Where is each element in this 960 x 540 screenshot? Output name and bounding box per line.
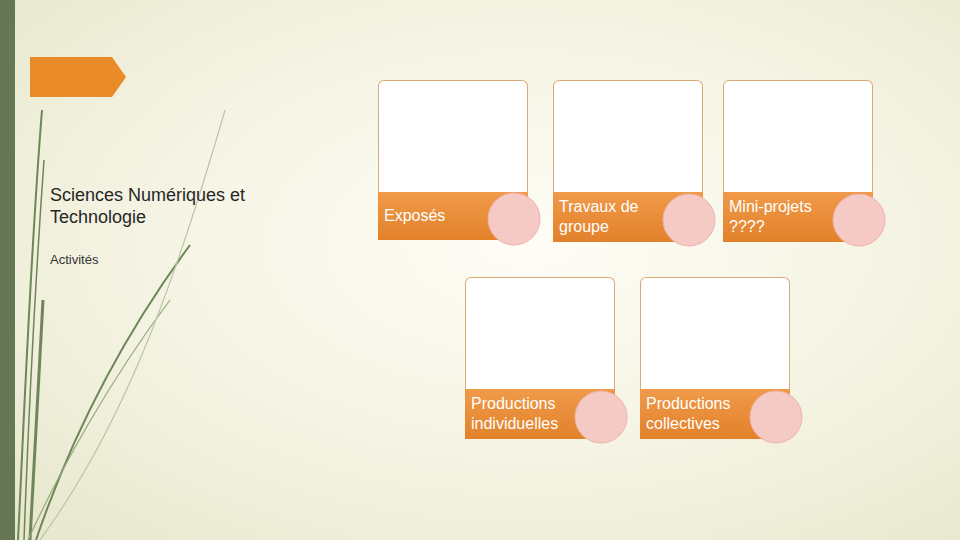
dot-circle [575, 391, 627, 443]
activity-card: Travaux de groupe [553, 80, 703, 242]
grass-line [18, 110, 42, 540]
tab-arrow [30, 57, 126, 97]
card-panel [378, 80, 528, 192]
dot-circle [488, 193, 540, 245]
card-text: Mini-projets ???? [729, 197, 831, 237]
card-label: Productions collectives [646, 394, 748, 434]
grass-line [40, 110, 225, 540]
activity-card: Mini-projets ???? [723, 80, 873, 242]
section-label: Activités [50, 252, 98, 267]
card-dot [573, 389, 629, 445]
card-dot [831, 192, 887, 248]
grass-lines [18, 110, 225, 540]
card-text: Travaux de groupe [559, 197, 661, 237]
card-dot [748, 389, 804, 445]
card-panel [640, 277, 790, 389]
card-panel [553, 80, 703, 192]
activity-card: Productions individuelles [465, 277, 615, 439]
card-text: Productions individuelles [471, 394, 573, 434]
side-bar [0, 0, 15, 540]
card-text: Productions collectives [646, 394, 748, 434]
card-panel [465, 277, 615, 389]
grass-line [30, 300, 43, 540]
card-panel [723, 80, 873, 192]
card-text: Exposés [384, 206, 445, 226]
grass-line [24, 160, 44, 540]
dot-circle [833, 194, 885, 246]
card-label: Mini-projets ???? [729, 197, 831, 237]
dot-circle [663, 194, 715, 246]
slide-title: Sciences Numériques et Technologie [50, 184, 282, 228]
grass-line [28, 300, 170, 540]
card-label: Exposés [384, 206, 445, 226]
card-dot [661, 192, 717, 248]
activity-card: Productions collectives [640, 277, 790, 439]
dot-circle [750, 391, 802, 443]
card-label: Travaux de groupe [559, 197, 661, 237]
card-label: Productions individuelles [471, 394, 573, 434]
activity-card: Exposés [378, 80, 528, 240]
card-dot [486, 191, 542, 247]
